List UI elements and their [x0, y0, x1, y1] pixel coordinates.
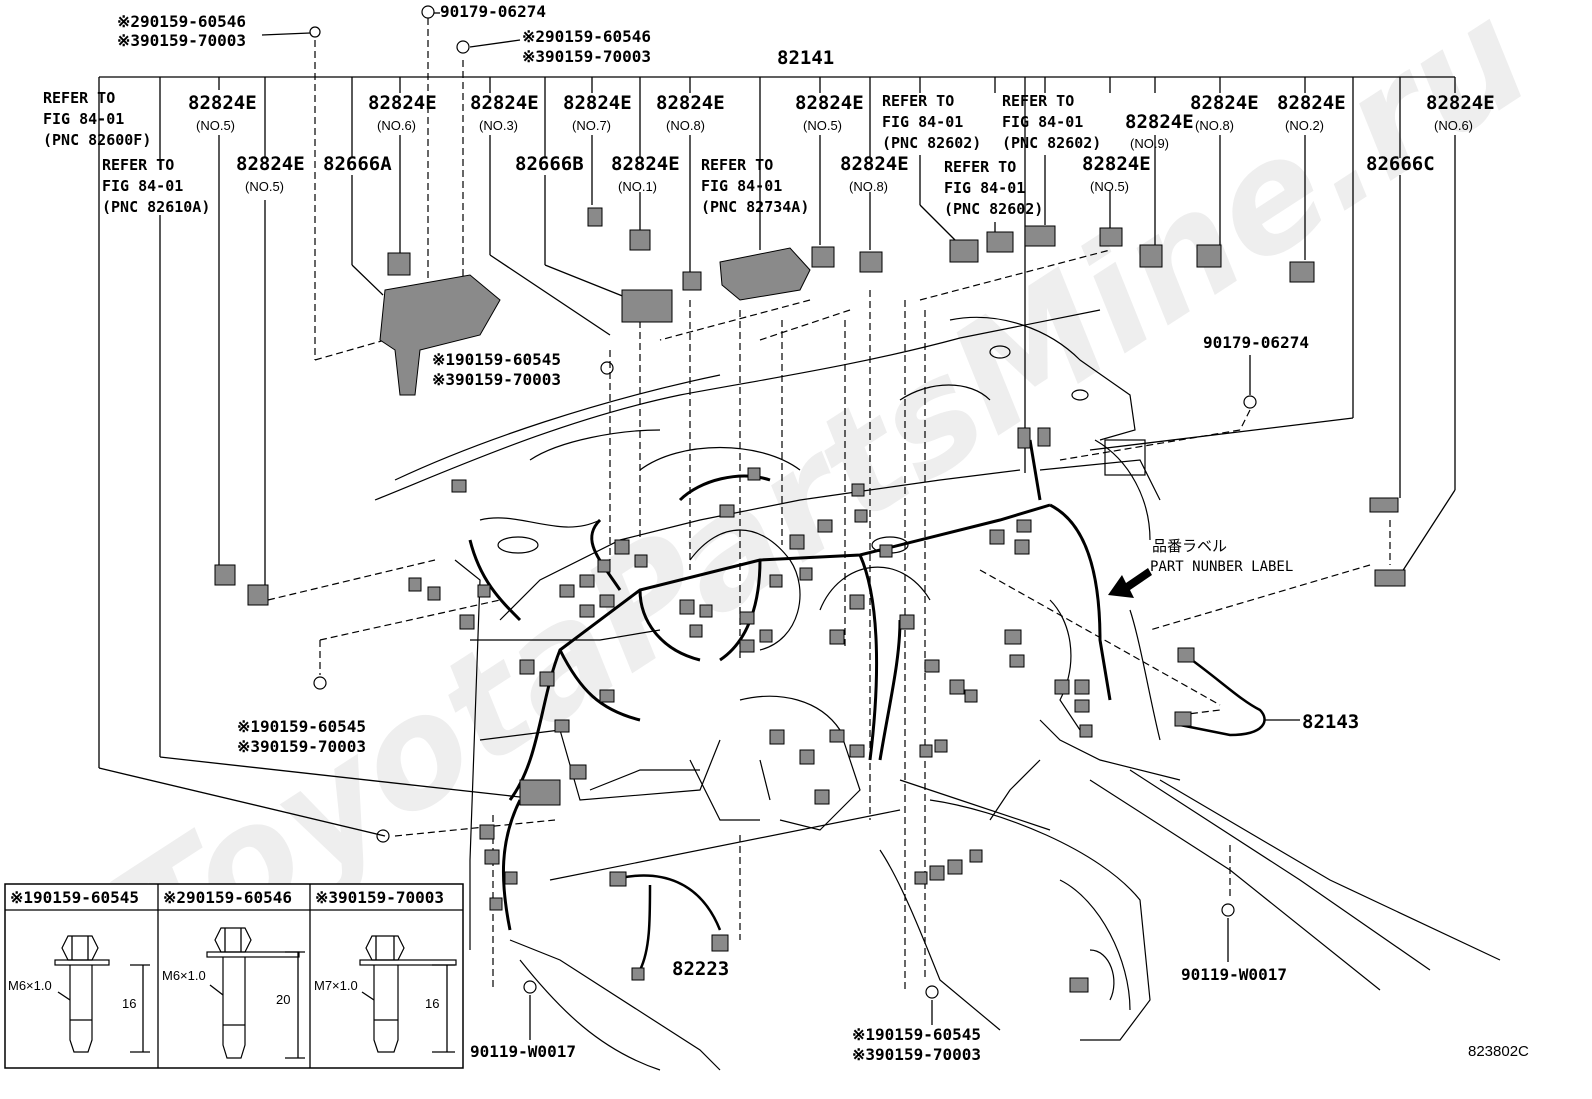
label-no: (NO.5): [803, 118, 842, 133]
length-spec: 16: [425, 996, 439, 1011]
table-header: ※190159-60545: [10, 888, 139, 907]
fastener-leaders: [261, 12, 1251, 1040]
bolt-diagram-3: [359, 935, 457, 1053]
label-no: (NO.6): [1434, 118, 1473, 133]
fastener-label: ※390159-70003: [237, 737, 366, 756]
part-labels[interactable]: 82141 REFER TO FIG 84-01 (PNC 82600F) RE…: [43, 47, 1495, 980]
fastener-label: ※390159-70003: [852, 1045, 981, 1064]
fastener-label: 90119-W0017: [470, 1042, 576, 1061]
watermark: ToyotaPartsMine.ru: [85, 0, 1558, 1010]
ref-fig: FIG 84-01: [882, 113, 963, 131]
ref-pnc: (PNC 82602): [1002, 134, 1101, 152]
label-no: (NO.9): [1130, 136, 1169, 151]
thread-spec: M6×1.0: [8, 978, 52, 993]
thread-spec: M7×1.0: [314, 978, 358, 993]
label-82666a: 82666A: [323, 153, 392, 175]
label-82824e: 82824E: [611, 153, 680, 175]
label-82824e: 82824E: [1277, 92, 1346, 114]
ref-fig: FIG 84-01: [1002, 113, 1083, 131]
figure-code: 823802C: [1468, 1043, 1529, 1060]
label-82143: 82143: [1302, 711, 1359, 733]
label-82824e: 82824E: [563, 92, 632, 114]
sub-harness-82143: [1174, 647, 1300, 737]
ref-fig: FIG 84-01: [102, 177, 183, 195]
part-number-label-note: 品番ラベル PART NUNBER LABEL: [1150, 538, 1293, 575]
assembly-bracket: [98, 76, 1456, 837]
fastener-labels[interactable]: ※290159-60546 ※390159-70003 90179-06274 …: [117, 2, 1309, 1064]
fastener-label: ※190159-60545: [432, 350, 561, 369]
ref-text: REFER TO: [701, 156, 773, 174]
label-note-jp: 品番ラベル: [1152, 538, 1227, 555]
fastener-label: 90119-W0017: [1181, 965, 1287, 984]
label-no: (NO.8): [849, 179, 888, 194]
label-no: (NO.5): [245, 179, 284, 194]
label-82223: 82223: [672, 958, 729, 980]
label-no: (NO.8): [1195, 118, 1234, 133]
label-no: (NO.7): [572, 118, 611, 133]
fastener-label: ※190159-60545: [237, 717, 366, 736]
ref-pnc: (PNC 82734A): [701, 198, 809, 216]
fastener-label: ※390159-70003: [117, 31, 246, 50]
fastener-label: 90179-06274: [1203, 333, 1309, 352]
bolt-diagram-1: [54, 935, 150, 1053]
ref-fig: FIG 84-01: [944, 179, 1025, 197]
label-no: (NO.2): [1285, 118, 1324, 133]
label-no: (NO.6): [377, 118, 416, 133]
label-no: (NO.5): [196, 118, 235, 133]
label-82824e: 82824E: [656, 92, 725, 114]
ref-text: REFER TO: [944, 158, 1016, 176]
label-82824e: 82824E: [368, 92, 437, 114]
ref-pnc: (PNC 82602): [944, 200, 1043, 218]
length-spec: 20: [276, 992, 290, 1007]
ref-pnc: (PNC 82600F): [43, 131, 151, 149]
harness-connectors: [408, 427, 1093, 993]
part-number-label-arrow[interactable]: [1108, 568, 1152, 598]
ref-pnc: (PNC 82610A): [102, 198, 210, 216]
ref-fig: FIG 84-01: [701, 177, 782, 195]
sub-harness-82223: [609, 871, 729, 981]
fastener-label: 90179-06274: [440, 2, 546, 21]
label-82824e: 82824E: [470, 92, 539, 114]
loose-connectors: [214, 207, 1406, 606]
label-82824e: 82824E: [1190, 92, 1259, 114]
thread-spec: M6×1.0: [162, 968, 206, 983]
table-header: ※290159-60546: [163, 888, 292, 907]
ref-text: REFER TO: [43, 89, 115, 107]
fastener-label: ※390159-70003: [432, 370, 561, 389]
ref-text: REFER TO: [1002, 92, 1074, 110]
main-harness: [468, 439, 1112, 931]
ref-fig: FIG 84-01: [43, 110, 124, 128]
fastener-label: ※290159-60546: [117, 12, 246, 31]
fastener-label: ※390159-70003: [522, 47, 651, 66]
fastener-label: ※290159-60546: [522, 27, 651, 46]
label-82666c: 82666C: [1366, 153, 1435, 175]
label-82824e: 82824E: [795, 92, 864, 114]
label-82824e: 82824E: [188, 92, 257, 114]
length-spec: 16: [122, 996, 136, 1011]
label-note-en: PART NUNBER LABEL: [1150, 559, 1293, 575]
label-82824e: 82824E: [1125, 111, 1194, 133]
label-82824e: 82824E: [1426, 92, 1495, 114]
label-82824e: 82824E: [840, 153, 909, 175]
ref-pnc: (PNC 82602): [882, 134, 981, 152]
ref-text: REFER TO: [882, 92, 954, 110]
label-no: (NO.1): [618, 179, 657, 194]
vehicle-body-outline: [374, 309, 1501, 1071]
fastener-label: ※190159-60545: [852, 1025, 981, 1044]
label-no: (NO.5): [1090, 179, 1129, 194]
ref-text: REFER TO: [102, 156, 174, 174]
fastener-icons: [309, 5, 1257, 999]
table-header: ※390159-70003: [315, 888, 444, 907]
label-82141: 82141: [777, 47, 834, 69]
bolt-diagram-2: [206, 927, 305, 1059]
label-no: (NO.3): [479, 118, 518, 133]
bolt-spec-table: ※190159-60545 ※290159-60546 ※390159-7000…: [4, 883, 464, 1069]
label-82666b: 82666B: [515, 153, 584, 175]
label-no: (NO.8): [666, 118, 705, 133]
label-82824e: 82824E: [1082, 153, 1151, 175]
label-82824e: 82824E: [236, 153, 305, 175]
